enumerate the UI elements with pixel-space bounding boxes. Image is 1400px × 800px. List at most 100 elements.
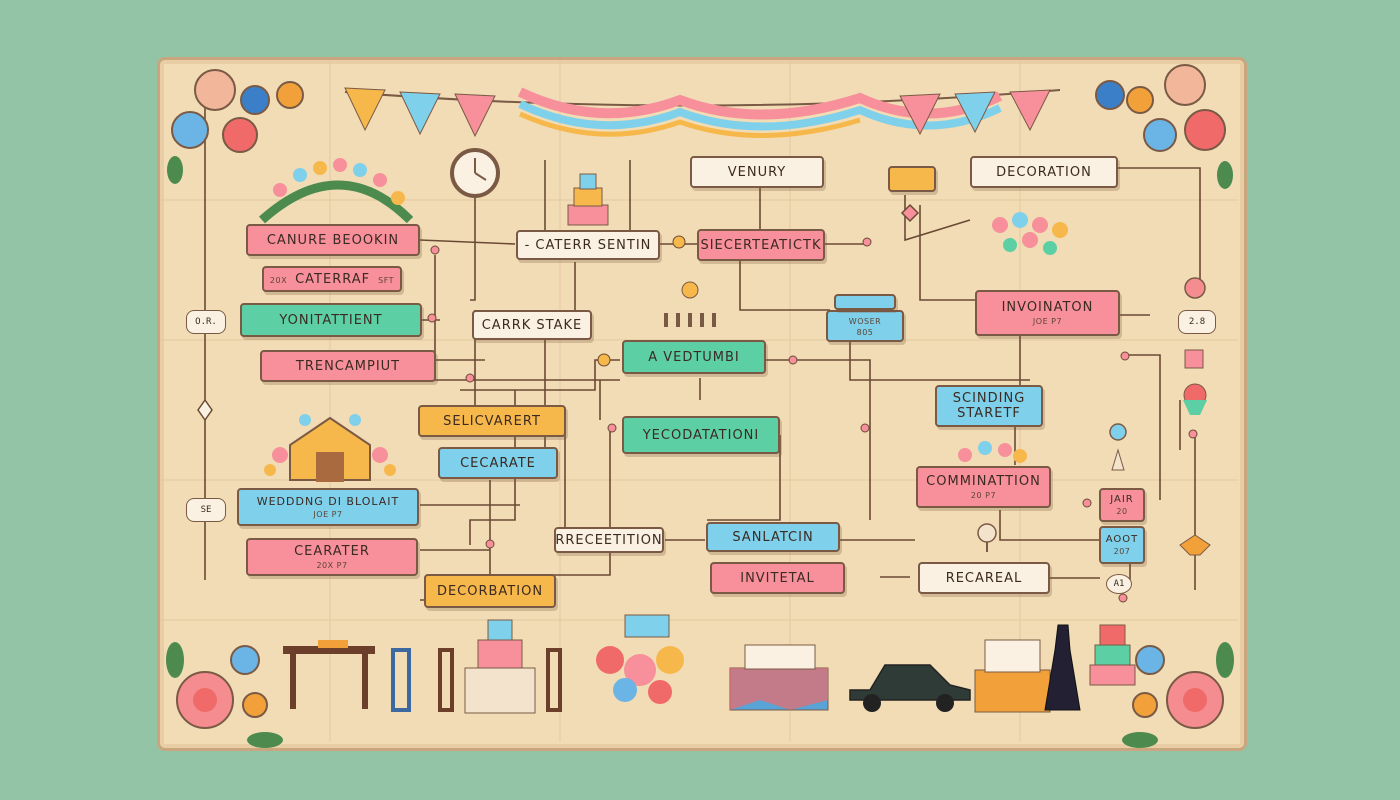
node-yonitattient[interactable]: YONITATTIENT bbox=[240, 303, 422, 337]
node-label: INVOINATON bbox=[1001, 300, 1094, 315]
lantern-icon bbox=[1179, 534, 1211, 556]
rose-decoration-top-right bbox=[1095, 64, 1233, 189]
chip-left-top: O.R. bbox=[186, 310, 226, 334]
node-label: AOOT bbox=[1105, 534, 1139, 545]
connector-dots bbox=[427, 237, 1198, 603]
node-label: SANLATCIN bbox=[732, 529, 814, 545]
clock-icon bbox=[450, 148, 500, 198]
bunting-decoration bbox=[344, 87, 1061, 138]
node-jair[interactable]: JAIR 20 bbox=[1099, 488, 1145, 522]
node-caterr-sentin[interactable]: - CATERR SENTIN bbox=[516, 230, 660, 260]
node-cecarate[interactable]: CECARATE bbox=[438, 447, 558, 479]
node-trencampiut[interactable]: TRENCAMPIUT bbox=[260, 350, 436, 382]
diamond-marker bbox=[197, 398, 213, 422]
note-card-icon bbox=[888, 166, 936, 192]
node-venury[interactable]: VENURY bbox=[690, 156, 824, 188]
node-label: VENURY bbox=[727, 164, 787, 180]
node-label: INVITETAL bbox=[740, 570, 815, 586]
node-sublabel: JOE P7 bbox=[313, 510, 343, 519]
cake-icon bbox=[567, 173, 609, 226]
node-label: RRECEETITION bbox=[555, 532, 663, 548]
node-carrk-stake[interactable]: CARRK STAKE bbox=[472, 310, 592, 340]
node-suffix: SFT bbox=[378, 275, 395, 285]
node-canure-beookin[interactable]: CANURE BEOOKIN bbox=[246, 224, 420, 256]
node-label: WOSER bbox=[848, 317, 882, 326]
cake-table-icon bbox=[438, 619, 562, 714]
flower-bouquet-icon bbox=[992, 212, 1068, 255]
table-chairs-icon bbox=[283, 640, 411, 712]
rose-decoration-top-left bbox=[167, 69, 304, 184]
chip-label: O.R. bbox=[195, 317, 217, 327]
node-sublabel: 805 bbox=[856, 328, 874, 337]
location-pin-icon bbox=[977, 523, 997, 552]
node-yecodatationi[interactable]: YECODATATIONI bbox=[622, 416, 780, 454]
node-label: JAIR bbox=[1110, 494, 1134, 505]
node-label: CECARATE bbox=[460, 455, 536, 471]
buffet-table-icon bbox=[729, 644, 829, 711]
node-woser[interactable]: WOSER 805 bbox=[826, 310, 904, 342]
node-label: DECORATION bbox=[996, 164, 1092, 180]
node-aoot[interactable]: AOOT 207 bbox=[1099, 526, 1145, 564]
connector-dots-orange bbox=[597, 235, 686, 367]
node-label: - CATERR SENTIN bbox=[524, 237, 652, 253]
chip-right: 2.8 bbox=[1178, 310, 1216, 334]
rose-decoration-bottom-left bbox=[166, 642, 283, 748]
node-label: SCINDING bbox=[952, 391, 1026, 406]
dress-icon bbox=[1044, 624, 1081, 711]
flower-bouquet-icon bbox=[958, 441, 1027, 463]
woser-tab bbox=[834, 294, 896, 310]
node-label: SELICVARERT bbox=[443, 413, 541, 429]
node-a-vedtumbi[interactable]: A VEDTUMBI bbox=[622, 340, 766, 374]
right-pendant-icon bbox=[1183, 277, 1207, 415]
node-label-2: STARETF bbox=[957, 406, 1021, 421]
tiered-cake-icon bbox=[1089, 624, 1136, 686]
node-comminattion[interactable]: COMMINATTION 20 P7 bbox=[916, 466, 1051, 508]
node-label: CARRK STAKE bbox=[481, 317, 583, 333]
node-label: CEARATER bbox=[294, 544, 370, 559]
node-sublabel: 20 bbox=[1116, 507, 1128, 516]
node-prefix: 20X bbox=[269, 275, 288, 285]
node-label: COMMINATTION bbox=[926, 474, 1041, 489]
node-label: DECORBATION bbox=[436, 583, 544, 599]
node-invitetal[interactable]: INVITETAL bbox=[710, 562, 845, 594]
node-cearater[interactable]: CEARATER 20X P7 bbox=[246, 538, 418, 576]
chip-label: 2.8 bbox=[1188, 317, 1206, 327]
diamond-marker bbox=[900, 203, 920, 223]
node-label: RECAREAL bbox=[945, 570, 1023, 586]
lamp-icon bbox=[1109, 423, 1127, 471]
candles-icon bbox=[664, 281, 716, 327]
gift-table-icon bbox=[974, 639, 1051, 713]
node-label: YECODATATIONI bbox=[642, 427, 760, 443]
node-label: WEDDDNG DI BLOLAIT bbox=[256, 495, 400, 508]
node-invoinaton[interactable]: INVOINATON JOE P7 bbox=[975, 290, 1120, 336]
chip-label: A1 bbox=[1113, 579, 1125, 589]
node-rreceetition[interactable]: RRECEETITION bbox=[554, 527, 664, 553]
node-label: CANURE BEOOKIN bbox=[266, 232, 400, 248]
node-scinding-staretf[interactable]: SCINDING STARETF bbox=[935, 385, 1043, 427]
chip-a1: A1 bbox=[1106, 574, 1132, 594]
wedding-cake-flowers-icon bbox=[596, 614, 684, 704]
car-icon bbox=[849, 664, 971, 712]
node-siecerteatictk[interactable]: SIECERTEATICTK bbox=[697, 229, 825, 261]
node-label: YONITATTIENT bbox=[279, 312, 383, 328]
node-label: CATERRAF bbox=[295, 271, 371, 287]
node-sublabel: JOE P7 bbox=[1032, 317, 1063, 326]
chapel-icon bbox=[264, 414, 396, 482]
node-sublabel: 20X P7 bbox=[316, 561, 348, 570]
node-caterraf[interactable]: 20X CATERRAF SFT bbox=[262, 266, 402, 292]
node-wedding-di-blolait[interactable]: WEDDDNG DI BLOLAIT JOE P7 bbox=[237, 488, 419, 526]
node-sanlatcin[interactable]: SANLATCIN bbox=[706, 522, 840, 552]
node-sublabel: 20 P7 bbox=[970, 491, 997, 500]
node-selicvarert[interactable]: SELICVARERT bbox=[418, 405, 566, 437]
rose-decoration-bottom-right bbox=[1122, 642, 1234, 748]
node-label: A VEDTUMBI bbox=[648, 349, 740, 365]
node-sublabel: 207 bbox=[1113, 547, 1131, 556]
flower-arch-top-left bbox=[258, 158, 414, 224]
node-label: TRENCAMPIUT bbox=[295, 358, 401, 374]
node-recareal[interactable]: RECAREAL bbox=[918, 562, 1050, 594]
node-decorbation[interactable]: DECORBATION bbox=[424, 574, 556, 608]
chip-label: SE bbox=[200, 505, 212, 515]
node-decoration-top[interactable]: DECORATION bbox=[970, 156, 1118, 188]
node-label: SIECERTEATICTK bbox=[700, 237, 822, 253]
